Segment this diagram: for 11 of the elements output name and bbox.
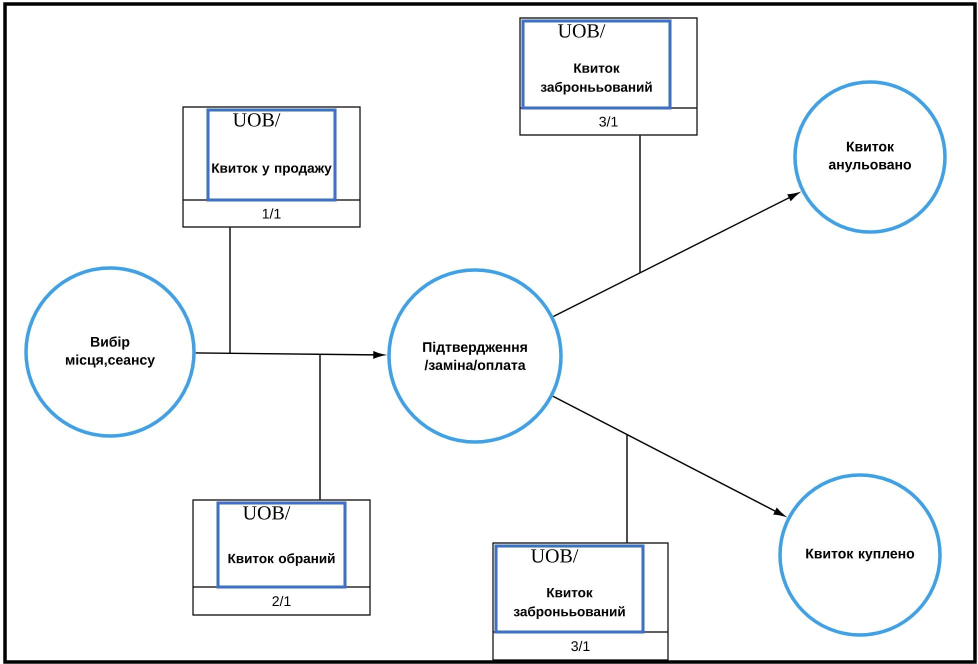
uob-box: UOB/ Квиток у продажу 1/1 [182, 106, 361, 228]
connector-line [626, 434, 628, 542]
uob-box: UOB/ Квиток забронььований 3/1 [519, 17, 698, 136]
arrow [553, 192, 799, 318]
arrow [196, 351, 384, 358]
connector-line [639, 136, 641, 273]
arrow [552, 396, 785, 516]
uob-box: UOB/ Квиток обраний 2/1 [192, 499, 371, 616]
uob-box: UOB/ Квиток забронььований 3/1 [492, 542, 669, 661]
connector-line [319, 354, 321, 500]
connector-line [229, 228, 231, 354]
